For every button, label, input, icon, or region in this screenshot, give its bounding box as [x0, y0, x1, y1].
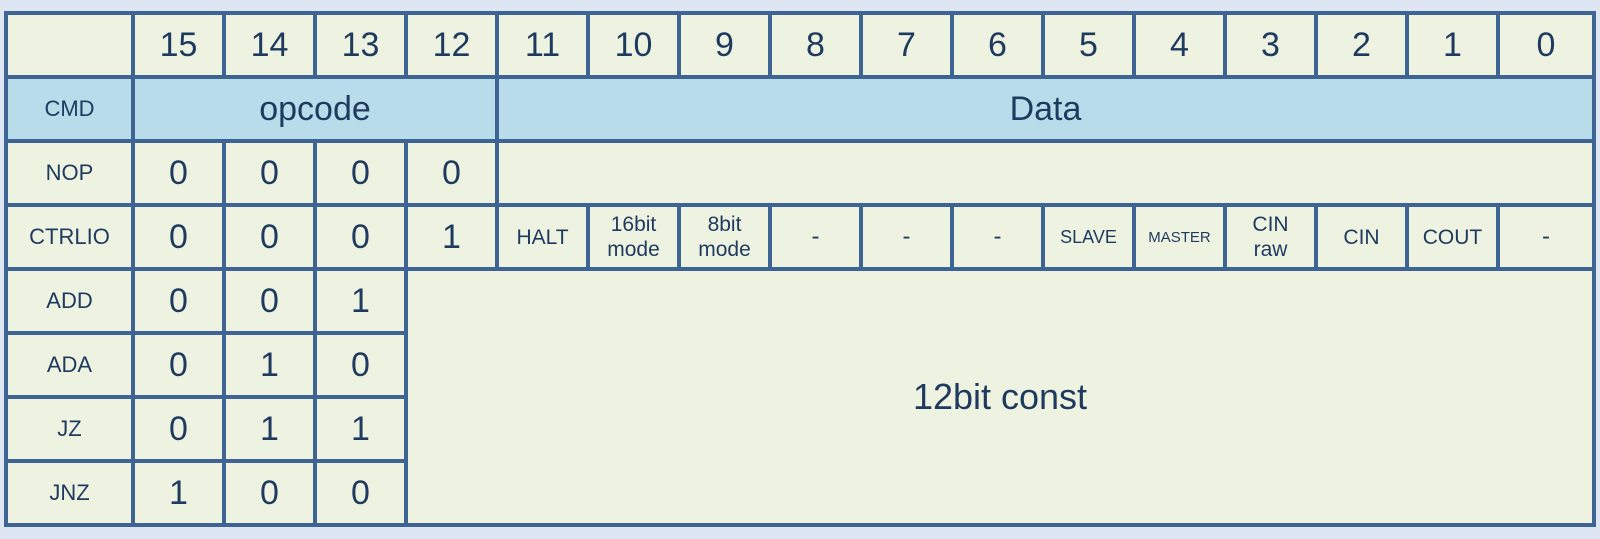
flag-cin-raw-line1: CIN — [1252, 213, 1289, 236]
add-bit-13: 1 — [313, 267, 408, 335]
flag-16bit-mode-line1: 16bit — [610, 213, 657, 236]
nop-bit-13: 0 — [313, 139, 408, 207]
jz-row: JZ 0 1 1 — [4, 395, 1594, 463]
flag-bit-7-unused: - — [859, 203, 954, 271]
bit-header-6: 6 — [950, 11, 1045, 79]
bit-header-7: 7 — [859, 11, 954, 79]
flag-halt: HALT — [495, 203, 590, 271]
flag-8bit-mode-line2: mode — [698, 238, 751, 261]
jnz-bit-14: 0 — [222, 459, 317, 527]
jnz-label: JNZ — [4, 459, 135, 527]
flag-cin: CIN — [1314, 203, 1409, 271]
flag-bit-6-unused: - — [950, 203, 1045, 271]
add-bit-15: 0 — [131, 267, 226, 335]
add-label: ADD — [4, 267, 135, 335]
nop-row: NOP 0 0 0 0 — [4, 139, 1596, 207]
jnz-bit-15: 1 — [131, 459, 226, 527]
bit-header-10: 10 — [586, 11, 681, 79]
bit-header-9: 9 — [677, 11, 772, 79]
flag-cin-raw-line2: raw — [1253, 238, 1288, 261]
flag-bit-8-unused: - — [768, 203, 863, 271]
bit-header-2: 2 — [1314, 11, 1409, 79]
cmd-label: CMD — [4, 75, 135, 143]
jz-bit-13: 1 — [313, 395, 408, 463]
flag-bit-0-unused: - — [1496, 203, 1596, 271]
bit-header-8: 8 — [768, 11, 863, 79]
flag-master: MASTER — [1132, 203, 1227, 271]
nop-data-empty — [495, 139, 1596, 207]
const-field: 12bit const — [404, 267, 1596, 527]
ctrlio-label: CTRLIO — [4, 203, 135, 271]
ada-bit-15: 0 — [131, 331, 226, 399]
flag-8bit-mode-line1: 8bit — [707, 213, 742, 236]
instruction-format-table: 15 14 13 12 11 10 9 8 7 6 5 4 3 2 1 0 CM… — [4, 11, 1596, 527]
ctrlio-bit-14: 0 — [222, 203, 317, 271]
jz-bit-15: 0 — [131, 395, 226, 463]
bit-header-3: 3 — [1223, 11, 1318, 79]
bit-header-11: 11 — [495, 11, 590, 79]
bit-header-0: 0 — [1496, 11, 1596, 79]
nop-bit-12: 0 — [404, 139, 499, 207]
bit-header-1: 1 — [1405, 11, 1500, 79]
cmd-row: CMD opcode Data — [4, 75, 1596, 143]
corner-cell — [4, 11, 135, 79]
nop-bit-14: 0 — [222, 139, 317, 207]
ada-bit-13: 0 — [313, 331, 408, 399]
add-bit-14: 0 — [222, 267, 317, 335]
nop-bit-15: 0 — [131, 139, 226, 207]
ctrlio-bit-12: 1 — [404, 203, 499, 271]
ada-row: ADA 0 1 0 — [4, 331, 1594, 399]
bit-header-12: 12 — [404, 11, 499, 79]
ctrlio-bit-15: 0 — [131, 203, 226, 271]
flag-16bit-mode-line2: mode — [607, 238, 660, 261]
flag-slave: SLAVE — [1041, 203, 1136, 271]
bit-header-14: 14 — [222, 11, 317, 79]
nop-label: NOP — [4, 139, 135, 207]
header-row: 15 14 13 12 11 10 9 8 7 6 5 4 3 2 1 0 — [4, 11, 1596, 79]
bit-header-5: 5 — [1041, 11, 1136, 79]
data-field: Data — [495, 75, 1596, 143]
flag-cout: COUT — [1405, 203, 1500, 271]
jz-bit-14: 1 — [222, 395, 317, 463]
ada-label: ADA — [4, 331, 135, 399]
bit-header-13: 13 — [313, 11, 408, 79]
bit-header-15: 15 — [131, 11, 226, 79]
opcode-field: opcode — [131, 75, 499, 143]
add-row: ADD 0 0 1 12bit const — [4, 267, 1596, 527]
ctrlio-bit-13: 0 — [313, 203, 408, 271]
jz-label: JZ — [4, 395, 135, 463]
ada-bit-14: 1 — [222, 331, 317, 399]
jnz-bit-13: 0 — [313, 459, 408, 527]
bit-header-4: 4 — [1132, 11, 1227, 79]
jnz-row: JNZ 1 0 0 — [4, 459, 1594, 527]
